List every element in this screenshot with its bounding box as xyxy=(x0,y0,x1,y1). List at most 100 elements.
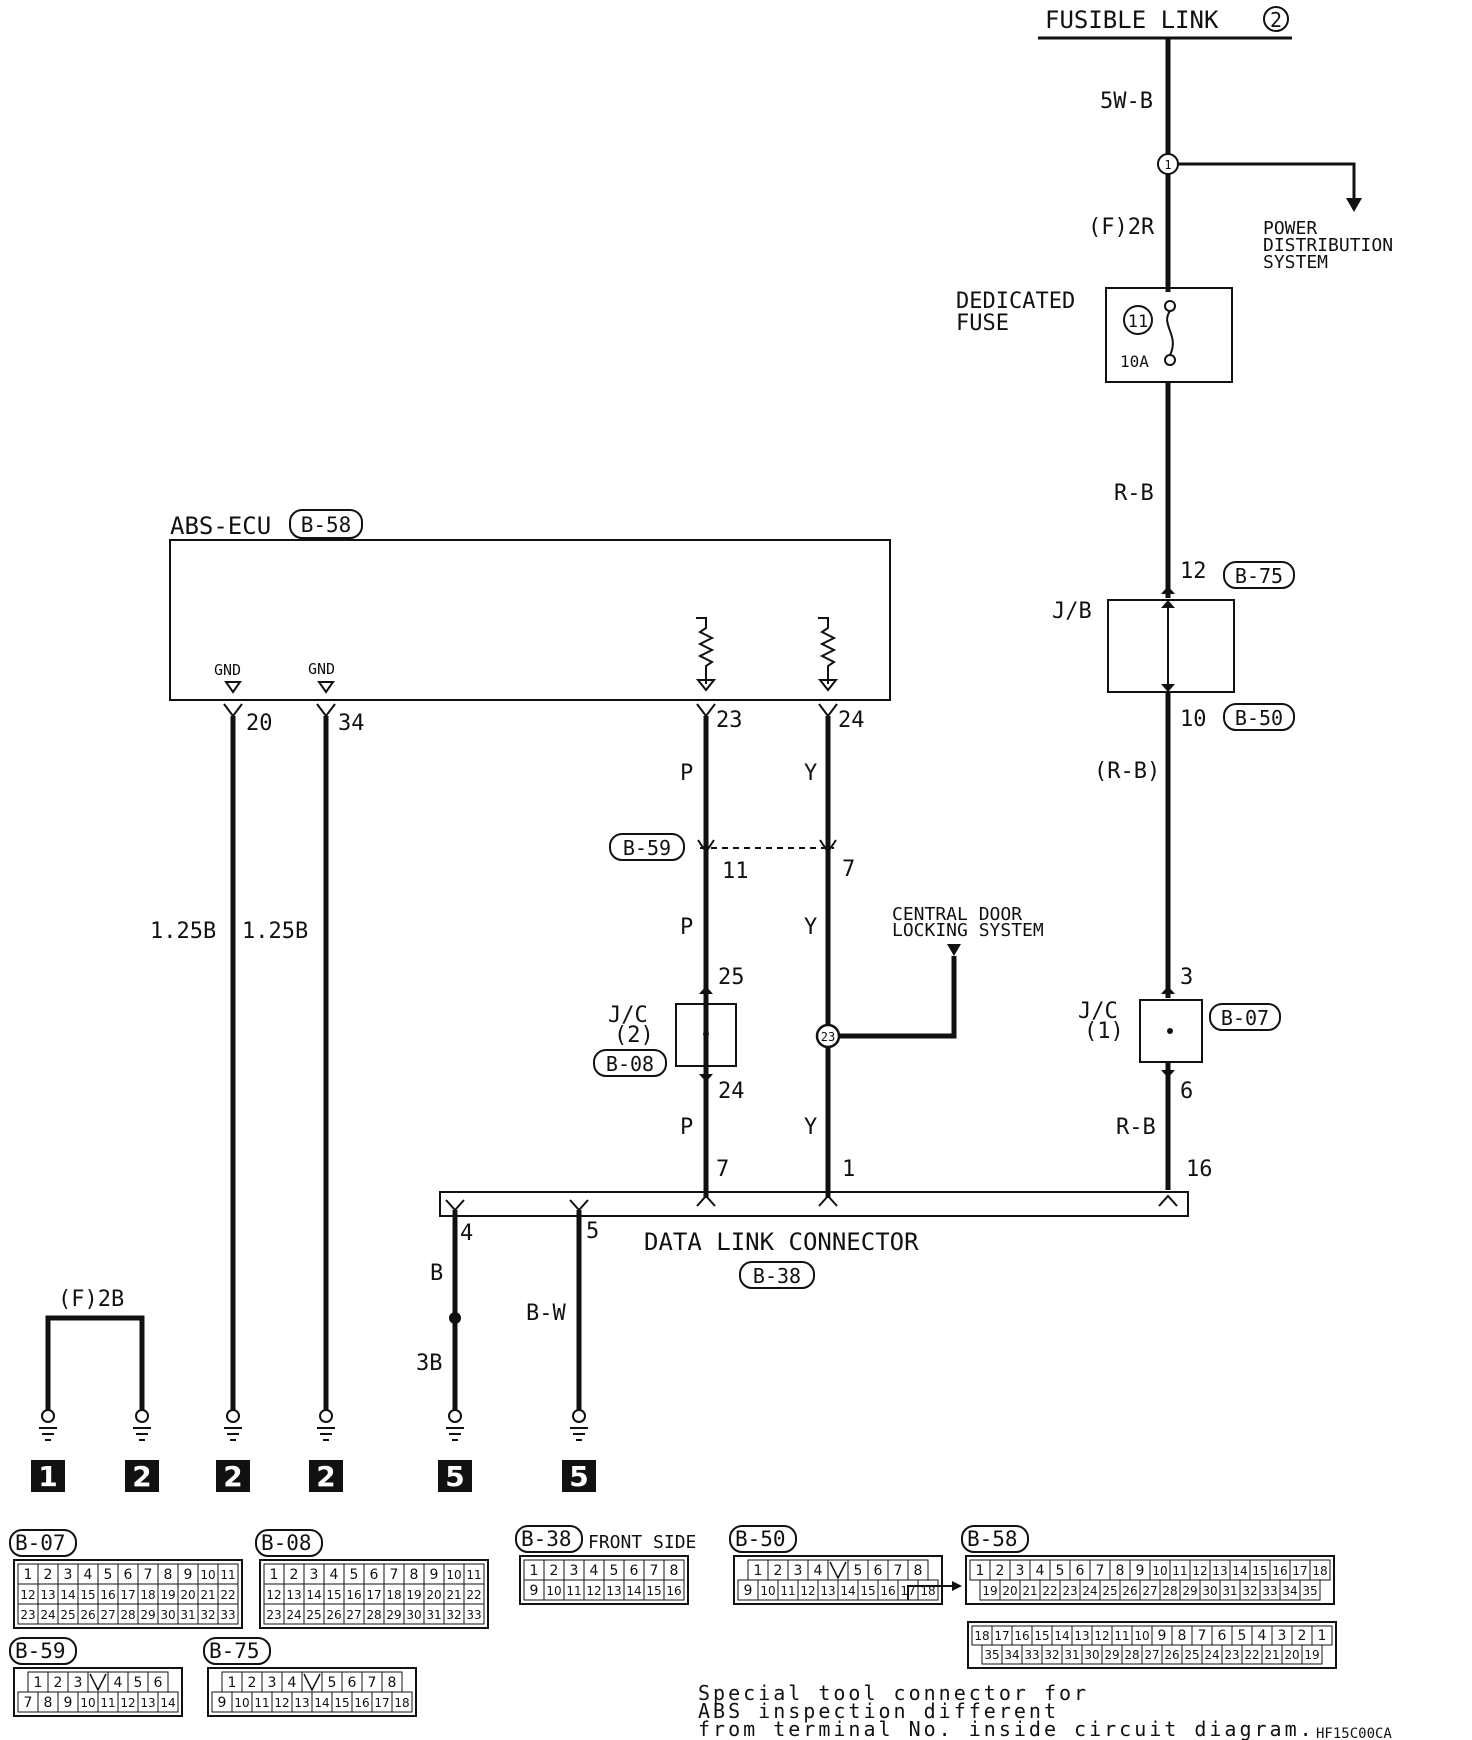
connector-cell xyxy=(463,1603,485,1625)
connector-pin-number: 10 xyxy=(760,1584,775,1598)
connector-id-badge xyxy=(729,1525,797,1553)
connector-pin-number: 29 xyxy=(386,1608,401,1622)
connector-pin-number: 12 xyxy=(1094,1629,1109,1643)
connector-pin-number: 16 xyxy=(1014,1629,1029,1643)
ground-number: 5 xyxy=(445,1460,464,1493)
connector-pin-number: 25 xyxy=(1184,1648,1199,1662)
pin-12: 12 xyxy=(1180,559,1207,584)
connector-pin-number: 8 xyxy=(164,1567,173,1583)
connector-pin-number: 9 xyxy=(184,1567,193,1583)
connector-pin-number: 2 xyxy=(248,1675,257,1691)
connector-pin-number: 4 xyxy=(84,1567,93,1583)
ground-number-box xyxy=(216,1460,250,1492)
wire-label-rb-paren: (R-B) xyxy=(1094,759,1160,784)
wire-label-f2r: (F)2R xyxy=(1088,215,1155,240)
connector-pin-number: 15 xyxy=(326,1588,341,1602)
connector-pin-number: 9 xyxy=(1136,1563,1145,1579)
connector-pin-number: 25 xyxy=(1102,1584,1117,1598)
ground-number-box xyxy=(562,1460,596,1492)
wire-label-p1: P xyxy=(680,761,693,786)
connector-pin-number: 23 xyxy=(1224,1648,1239,1662)
connector-outline xyxy=(967,1621,1337,1669)
connector-pin-number: 13 xyxy=(294,1696,309,1710)
power-dist-line2: DISTRIBUTION xyxy=(1263,235,1393,256)
abs-ecu-label: ABS-ECU xyxy=(170,512,271,540)
arrow-down-icon xyxy=(947,944,961,956)
connector-cell xyxy=(1301,1644,1323,1665)
diagram-code: HF15C00CA xyxy=(1316,1726,1392,1740)
connector-pin-number: 27 xyxy=(100,1608,115,1622)
connector-cell xyxy=(663,1579,685,1601)
connector-pin-number: 25 xyxy=(60,1608,75,1622)
connector-pin-number: 26 xyxy=(1122,1584,1137,1598)
footnote-line1: Special tool connector for xyxy=(698,1681,1089,1705)
connector-pin-number: 7 xyxy=(894,1563,903,1579)
connector-pin-number: 14 xyxy=(626,1584,641,1598)
connector-pin-number: 14 xyxy=(840,1584,855,1598)
connector-pin-number: 7 xyxy=(1096,1563,1105,1579)
connector-pin-number: 14 xyxy=(160,1696,175,1710)
connector-pin-number: 8 xyxy=(1178,1628,1187,1644)
connector-pin-number: 1 xyxy=(228,1675,237,1691)
pin-fork-icon xyxy=(696,1194,716,1207)
connector-pin-number: 9 xyxy=(64,1695,73,1711)
connector-pin-number: 7 xyxy=(368,1675,377,1691)
b38-front-side-note: FRONT SIDE xyxy=(588,1532,696,1553)
wire-label-b: B xyxy=(430,1261,443,1286)
connector-pin-number: 2 xyxy=(54,1675,63,1691)
pin-16: 16 xyxy=(1186,1157,1213,1182)
ground-number: 5 xyxy=(569,1460,588,1493)
conn-b58-label: B-58 xyxy=(301,513,352,537)
fusible-link-label: FUSIBLE LINK xyxy=(1045,6,1219,34)
gnd-triangle-icon xyxy=(224,681,242,694)
splice-23-label: 23 xyxy=(821,1030,835,1044)
connector-pin-number: 8 xyxy=(1116,1563,1125,1579)
conn-b59-label: B-59 xyxy=(623,836,671,860)
connector-pin-number: 15 xyxy=(646,1584,661,1598)
connector-outline xyxy=(259,1559,489,1629)
connector-pin-number: 23 xyxy=(266,1608,281,1622)
connector-pin-number: 21 xyxy=(1022,1584,1037,1598)
ground-number-box xyxy=(125,1460,159,1492)
connector-outline xyxy=(519,1555,689,1605)
connector-pin-number: 18 xyxy=(386,1588,401,1602)
resistor-icon xyxy=(696,617,715,684)
connector-pin-number: 5 xyxy=(1056,1563,1065,1579)
connector-pin-number: 6 xyxy=(1076,1563,1085,1579)
wire-label-125b-b: 1.25B xyxy=(242,919,308,944)
connector-pin-number: 7 xyxy=(390,1567,399,1583)
pin-7a: 7 xyxy=(842,857,855,882)
connector-pin-number: 14 xyxy=(314,1696,329,1710)
jc1-line1: J/C xyxy=(1078,999,1118,1024)
connector-pin-number: 14 xyxy=(306,1588,321,1602)
connector-pin-number: 8 xyxy=(914,1563,923,1579)
connector-pin-number: 24 xyxy=(286,1608,301,1622)
connector-pin-number: 33 xyxy=(220,1608,235,1622)
pulldown-arrow-icon xyxy=(695,679,717,692)
connector-pin-number: 7 xyxy=(1198,1628,1207,1644)
connector-pin-number: 20 xyxy=(1284,1648,1299,1662)
ground-number-box xyxy=(438,1460,472,1492)
connector-id-badge xyxy=(9,1637,77,1665)
connector-id-badge xyxy=(961,1525,1029,1553)
fuse-terminal-bottom xyxy=(1164,354,1176,366)
connector-pin-number: 20 xyxy=(180,1588,195,1602)
pin-fork-icon xyxy=(1158,1194,1178,1207)
jc2-dot xyxy=(703,1031,709,1037)
connector-pin-number: 7 xyxy=(24,1695,33,1711)
connector-pin-number: 33 xyxy=(1024,1648,1039,1662)
connector-pin-number: 29 xyxy=(1182,1584,1197,1598)
wire-label-y1: Y xyxy=(804,761,817,786)
conn-b38-badge xyxy=(739,1261,815,1289)
connector-pin-number: 1 xyxy=(754,1563,763,1579)
connector-pin-number: 4 xyxy=(590,1563,599,1579)
ground-terminal-icon xyxy=(41,1409,55,1423)
pin-24b: 24 xyxy=(718,1079,745,1104)
ground-terminal-icon xyxy=(572,1409,586,1423)
connector-pin-number: 12 xyxy=(1192,1564,1207,1578)
connector-outline xyxy=(13,1559,243,1629)
wire-label-bw: B-W xyxy=(526,1301,566,1326)
